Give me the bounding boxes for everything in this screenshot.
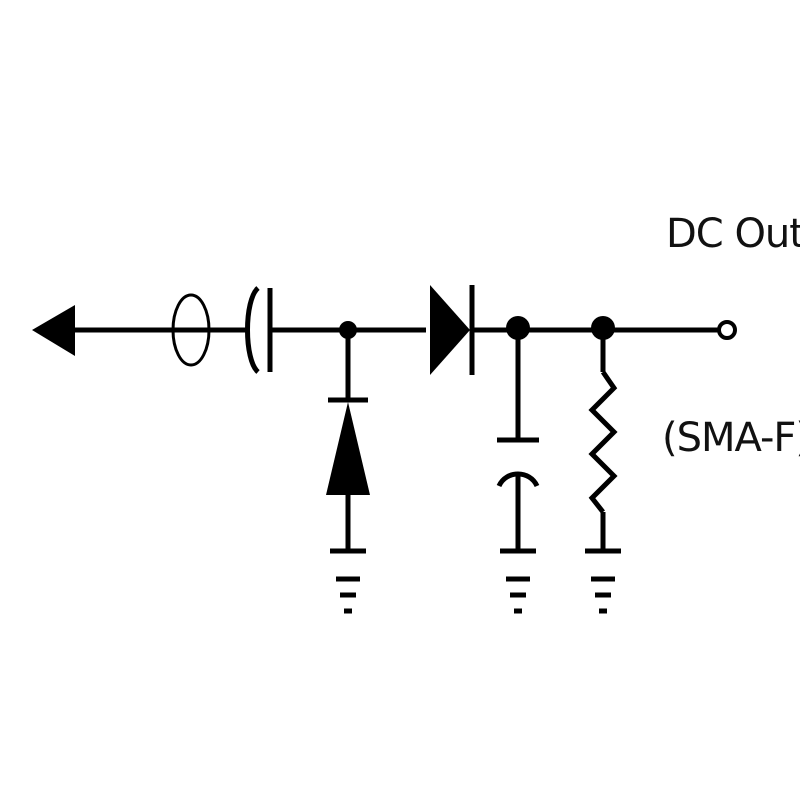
shunt-diode-branch (326, 330, 370, 550)
load-resistor (588, 370, 618, 514)
ferrite-bead (171, 293, 211, 367)
ground-symbol-2 (500, 548, 536, 614)
load-resistor-branch (588, 330, 618, 550)
output-label: DC Out (666, 211, 800, 257)
ground-symbol-3 (585, 548, 621, 614)
filter-capacitor-branch (496, 330, 540, 550)
ground-symbol-1 (330, 548, 366, 614)
output-terminal (717, 320, 737, 340)
series-capacitor (245, 286, 273, 374)
junction-node-3 (591, 316, 615, 340)
connector-type-label: (SMA-F) (662, 415, 800, 461)
shunt-diode (326, 402, 370, 495)
series-diode (430, 285, 475, 375)
input-arrow (32, 305, 75, 356)
junction-node-2 (506, 316, 530, 340)
